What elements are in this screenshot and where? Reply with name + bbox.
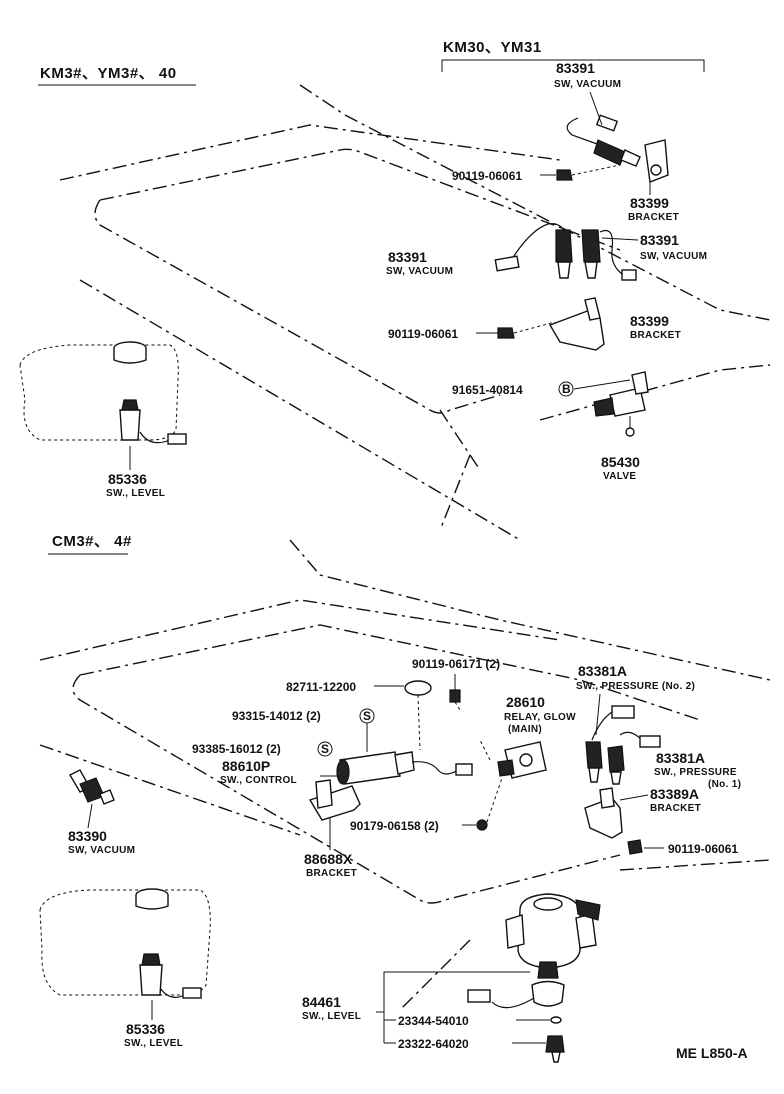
part-84461-desc: SW., LEVEL (302, 1011, 361, 1022)
part-85336-top-number: 85336 (108, 471, 147, 487)
part-83391-left-number: 83391 (388, 249, 427, 265)
part-83381a-2-desc: SW., PRESSURE (654, 767, 737, 778)
part-90119-06171: 90119-06171 (2) (412, 657, 500, 671)
diagram-code: ME L850-A (676, 1045, 748, 1061)
part-83399-mid-desc: BRACKET (630, 330, 681, 341)
section-label-km3: KM3#、YM3#、 40 (40, 65, 177, 82)
vacuum-switch-top (566, 114, 669, 195)
vacuum-switch-pair (494, 223, 637, 281)
part-90119-mid: 90119-06061 (388, 327, 458, 341)
part-83399-mid-number: 83399 (630, 313, 669, 329)
part-83390-desc: SW, VACUUM (68, 845, 135, 856)
part-84461-number: 84461 (302, 994, 341, 1010)
part-88688x-number: 88688X (304, 851, 353, 867)
vacuum-switch-83390 (69, 769, 115, 805)
relay-glow-28610 (497, 741, 547, 779)
part-82711: 82711-12200 (286, 680, 356, 694)
part-85336-bot-number: 85336 (126, 1021, 165, 1037)
part-83391-top-number: 83391 (556, 60, 595, 76)
part-28610-desc2: (MAIN) (508, 724, 542, 735)
part-88610p-number: 88610P (222, 758, 270, 774)
part-23322: 23322-64020 (398, 1037, 469, 1051)
part-85430-desc: VALVE (603, 471, 636, 482)
section-label-cm3: CM3#、 4# (52, 533, 132, 550)
part-88688x-desc: BRACKET (306, 868, 357, 879)
coolant-reservoir-right (467, 893, 601, 1063)
section-label-km30: KM30、YM31 (443, 39, 542, 56)
pressure-switch-pair (585, 705, 661, 785)
valve-85430 (593, 371, 649, 437)
part-85336-top-desc: SW., LEVEL (106, 488, 165, 499)
control-switch-88610p (336, 751, 473, 785)
section-header-km3: KM3#、YM3#、 40 (38, 65, 196, 86)
bracket-83389a (584, 787, 623, 839)
part-83381a-1-desc: SW., PRESSURE (No. 2) (576, 681, 695, 692)
part-83399-top-number: 83399 (630, 195, 669, 211)
part-90119-bot: 90119-06061 (668, 842, 738, 856)
part-85430-number: 85430 (601, 454, 640, 470)
part-83381a-1-number: 83381A (578, 663, 627, 679)
bracket-83399-mid (548, 297, 605, 351)
part-28610-number: 28610 (506, 694, 545, 710)
part-83399-top-desc: BRACKET (628, 212, 679, 223)
part-83389a-number: 83389A (650, 786, 699, 802)
section-header-cm3: CM3#、 4# (48, 533, 132, 555)
part-83391-right-number: 83391 (640, 232, 679, 248)
part-83390-number: 83390 (68, 828, 107, 844)
part-90179: 90179-06158 (2) (350, 819, 439, 833)
section-header-km30: KM30、YM31 (441, 39, 705, 72)
part-93315: 93315-14012 (2) (232, 709, 321, 723)
reservoir-tank-bottom (39, 888, 211, 999)
part-23344: 23344-54010 (398, 1014, 469, 1028)
part-83391-left-desc: SW, VACUUM (386, 266, 453, 277)
part-93315-marker: S (363, 709, 371, 723)
part-90119-top: 90119-06061 (452, 169, 522, 183)
part-93385: 93385-16012 (2) (192, 742, 281, 756)
part-91651-marker: B (562, 382, 571, 396)
part-83391-right-desc: SW, VACUUM (640, 251, 707, 262)
bracket-88688x (308, 779, 361, 821)
part-85336-bot-desc: SW., LEVEL (124, 1038, 183, 1049)
part-93385-marker: S (321, 742, 329, 756)
part-28610-desc: RELAY, GLOW (504, 712, 576, 723)
bottom-body-outline (39, 539, 771, 1011)
top-body-outline (59, 84, 771, 541)
part-91651: 91651-40814 (452, 383, 523, 397)
part-83389a-desc: BRACKET (650, 803, 701, 814)
part-83381a-2-number: 83381A (656, 750, 705, 766)
part-88610p-desc: SW., CONTROL (220, 775, 297, 786)
part-83391-top-desc: SW, VACUUM (554, 79, 621, 90)
reservoir-tank-top (19, 341, 187, 445)
part-83381a-2-desc2: (No. 1) (708, 779, 741, 790)
